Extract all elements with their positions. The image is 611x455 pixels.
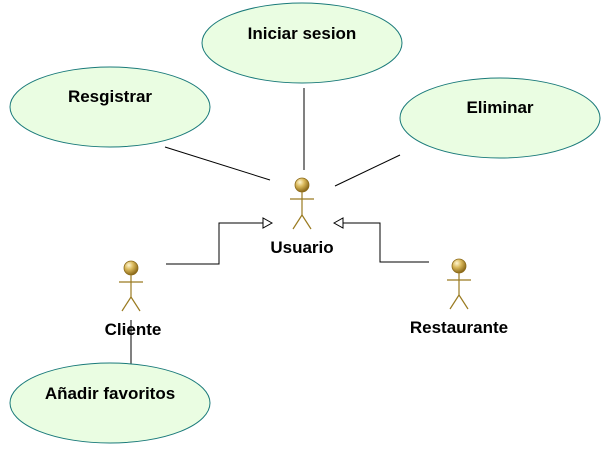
usecase-registrar-ellipse bbox=[9, 66, 211, 148]
actor-restaurante[interactable]: Restaurante bbox=[410, 258, 508, 337]
usecase-eliminar-ellipse bbox=[399, 77, 601, 159]
usecase-anadir-favoritos-ellipse bbox=[9, 362, 211, 444]
actor-cliente-icon bbox=[119, 260, 143, 312]
actor-restaurante-label: Restaurante bbox=[410, 318, 508, 337]
usecase-eliminar-label: Eliminar bbox=[466, 98, 533, 117]
usecase-registrar-label: Resgistrar bbox=[68, 87, 152, 106]
assoc-usuario-registrar bbox=[164, 146, 271, 181]
usecase-iniciar-sesion-ellipse bbox=[201, 2, 403, 84]
usecase-iniciar-sesion[interactable]: Iniciar sesion bbox=[201, 2, 403, 84]
generalization-arrowhead-restaurante bbox=[332, 217, 344, 229]
actor-cliente-label: Cliente bbox=[105, 320, 162, 339]
usecase-anadir-favoritos-label: Añadir favoritos bbox=[45, 384, 175, 403]
actor-cliente[interactable]: Cliente bbox=[105, 260, 162, 339]
generalization-arrowhead-cliente bbox=[262, 217, 274, 229]
usecase-eliminar[interactable]: Eliminar bbox=[399, 77, 601, 159]
usecase-anadir-favoritos[interactable]: Añadir favoritos bbox=[9, 362, 211, 444]
actor-restaurante-icon bbox=[447, 258, 471, 310]
generalization-restaurante-usuario bbox=[342, 222, 429, 263]
actor-usuario-icon bbox=[290, 177, 314, 230]
usecase-registrar[interactable]: Resgistrar bbox=[9, 66, 211, 148]
usecase-iniciar-sesion-label: Iniciar sesion bbox=[248, 24, 357, 43]
actor-usuario-label: Usuario bbox=[270, 238, 333, 257]
actor-usuario[interactable]: Usuario bbox=[270, 177, 334, 257]
generalization-cliente-usuario bbox=[166, 222, 263, 265]
assoc-usuario-eliminar bbox=[334, 154, 401, 187]
